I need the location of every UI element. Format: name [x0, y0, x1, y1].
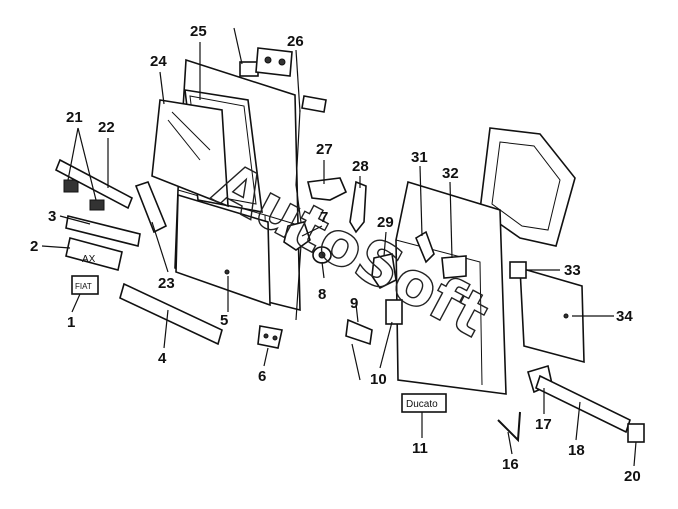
cap-20 — [627, 423, 645, 443]
strip-4 — [119, 282, 223, 346]
latch-28 — [349, 180, 367, 234]
callout-5: 5 — [220, 312, 228, 329]
rod-16 — [497, 411, 521, 443]
lock-10 — [385, 299, 403, 325]
fiat-badge-text: FIAT — [75, 282, 92, 291]
callout-10: 10 — [370, 371, 387, 388]
callout-7: 7 — [320, 209, 328, 226]
callout-32: 32 — [442, 165, 459, 182]
lock-7 — [283, 221, 311, 251]
handle-plate — [255, 47, 293, 77]
plate-3 — [65, 215, 141, 247]
ducato-plate-text: Ducato — [406, 399, 438, 410]
callout-17: 17 — [535, 416, 552, 433]
callout-3: 3 — [48, 208, 56, 225]
callout-9: 9 — [350, 295, 358, 312]
callout-18: 18 — [568, 442, 585, 459]
callout-21: 21 — [66, 109, 83, 126]
part-31 — [414, 230, 435, 264]
bracket-27 — [307, 177, 348, 201]
callout-22: 22 — [98, 119, 115, 136]
callout-34: 34 — [616, 308, 633, 325]
part-32 — [441, 255, 467, 279]
callout-1: 1 — [67, 314, 75, 331]
callout-16: 16 — [502, 456, 519, 473]
clip-21b — [89, 199, 105, 211]
clip-21a — [63, 179, 79, 193]
callout-24: 24 — [150, 53, 167, 70]
callout-27: 27 — [316, 141, 333, 158]
strip-18 — [535, 374, 631, 434]
callout-33: 33 — [564, 262, 581, 279]
leader-lines — [41, 27, 637, 467]
left-small-parts: AX FIAT — [54, 158, 283, 349]
hinge-top — [239, 61, 259, 77]
door-panel-5 — [175, 193, 271, 307]
callout-25: 25 — [190, 23, 207, 40]
callout-labels: 1 2 3 4 5 6 7 8 9 10 11 16 17 18 20 21 2… — [30, 23, 641, 485]
callout-2: 2 — [30, 238, 38, 255]
callout-8: 8 — [318, 286, 326, 303]
callout-31: 31 — [411, 149, 428, 166]
handle-6 — [257, 325, 283, 349]
left-door-assembly — [151, 47, 367, 321]
panel-34 — [519, 266, 585, 364]
latch-29 — [371, 253, 397, 290]
callout-20: 20 — [624, 468, 641, 485]
right-door-assembly: Ducato — [345, 127, 645, 443]
callout-11: 11 — [412, 440, 428, 457]
glass-24 — [151, 99, 229, 208]
callout-6: 6 — [258, 368, 266, 385]
callout-4: 4 — [158, 350, 167, 367]
callout-26: 26 — [287, 33, 304, 50]
callout-23: 23 — [158, 275, 175, 292]
ducato-plate-11 — [401, 393, 447, 413]
hinge-33 — [509, 261, 527, 279]
plate-2 — [65, 237, 123, 271]
ax-plate-text: AX — [82, 254, 96, 265]
rod-26 — [295, 109, 303, 321]
fiat-badge-1 — [71, 275, 99, 295]
key-9 — [345, 318, 373, 346]
handle-23 — [134, 181, 168, 234]
callout-29: 29 — [377, 214, 394, 231]
callout-28: 28 — [352, 158, 369, 175]
